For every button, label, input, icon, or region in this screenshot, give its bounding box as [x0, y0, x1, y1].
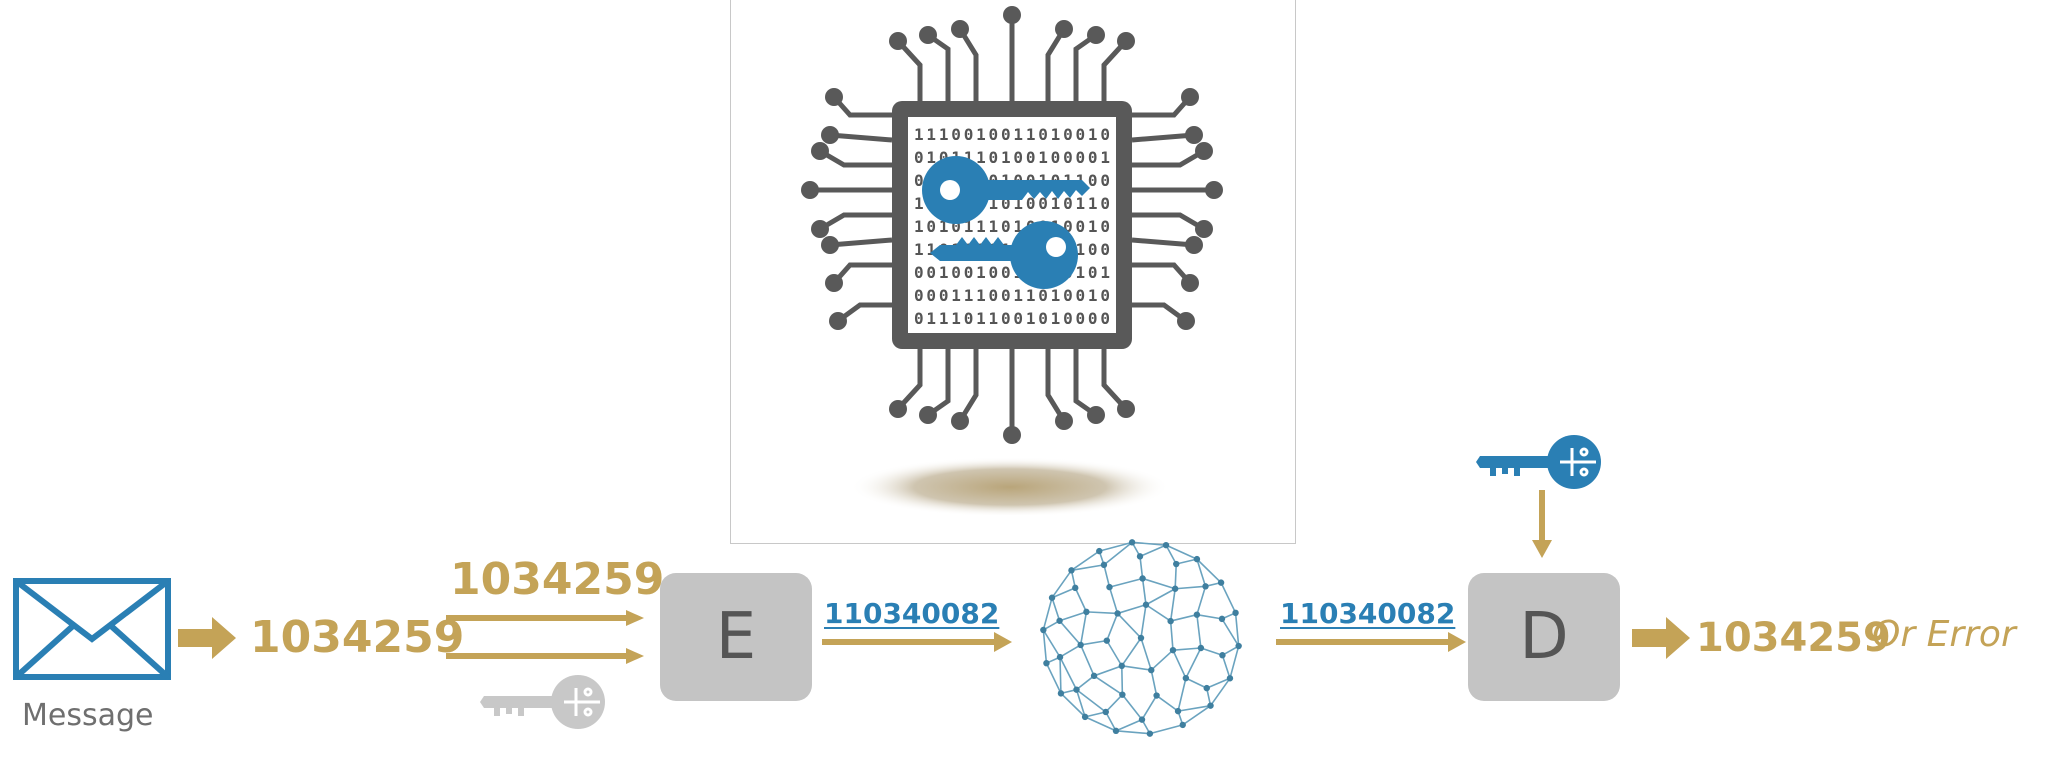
arrow-right-icon — [1632, 617, 1690, 659]
ciphertext-received-value: 110340082 — [1280, 597, 1456, 630]
message-label: Message — [22, 698, 154, 733]
key-icon — [922, 156, 1090, 224]
key-icon — [930, 221, 1078, 289]
result-value: 1034259 — [1696, 615, 1891, 661]
arrow-right-icon — [178, 617, 236, 659]
double-arrow — [446, 610, 644, 664]
envelope-icon — [13, 578, 171, 680]
key-icon — [480, 675, 605, 729]
key-icon — [1476, 435, 1601, 489]
crypto-chip-icon: 1110010011010010010111010010000101101001… — [801, 6, 1223, 515]
arrow-right-icon — [822, 632, 1012, 652]
result-error-label: Or Error — [1872, 614, 2016, 655]
ciphertext-value: 110340082 — [824, 597, 1000, 630]
decrypt-box: D — [1468, 573, 1620, 701]
arrow-down-icon — [1532, 490, 1552, 558]
network-globe-icon — [1040, 539, 1242, 737]
plaintext-value: 1034259 — [250, 612, 465, 663]
encrypt-box: E — [660, 573, 812, 701]
plaintext-split-value: 1034259 — [450, 554, 665, 605]
chip-illustration-frame — [730, 0, 1296, 544]
arrow-right-icon — [1276, 632, 1466, 652]
